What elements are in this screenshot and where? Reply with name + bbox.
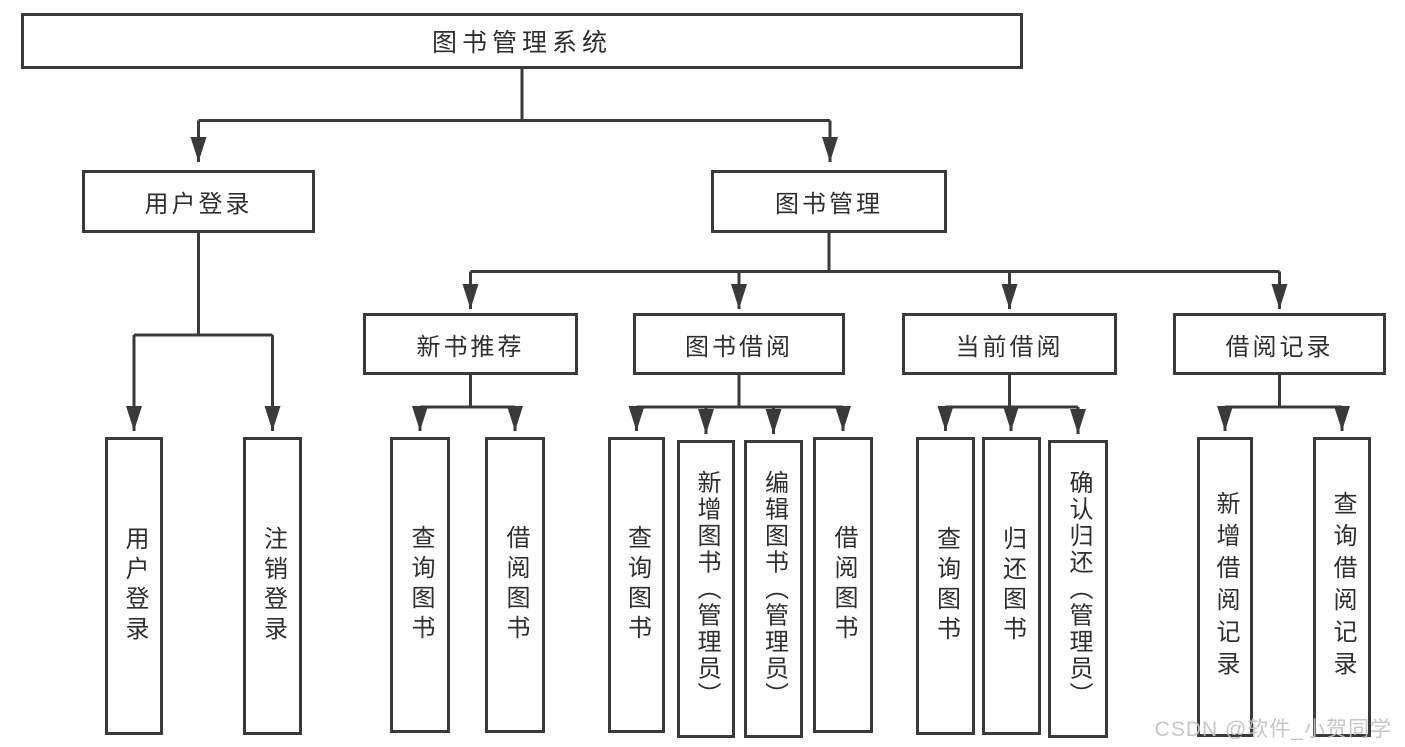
leaf-cb-confirm-return-admin: 确认归还（管理员）: [1048, 440, 1108, 738]
node-user-login: 用户登录: [82, 170, 315, 233]
leaf-bb-borrow-books-label: 借阅图书: [830, 525, 857, 645]
leaf-nb-borrow-books-label: 借阅图书: [502, 525, 529, 645]
node-current-borrowing-label: 当前借阅: [955, 333, 1064, 361]
leaf-bb-add-books-admin-label: 新增图书（管理员）: [693, 469, 720, 709]
leaf-bb-borrow-books: 借阅图书: [813, 437, 873, 733]
leaf-cb-query-books: 查询图书: [916, 437, 975, 735]
leaf-cb-confirm-return-admin-label: 确认归还（管理员）: [1065, 469, 1092, 709]
node-root-label: 图书管理系统: [431, 29, 612, 57]
node-user-login-label: 用户登录: [144, 191, 253, 218]
leaf-cb-return-books: 归还图书: [982, 437, 1041, 735]
leaf-logout-label: 注销登录: [259, 526, 287, 646]
node-borrowing-records-label: 借阅记录: [1225, 333, 1334, 361]
leaf-br-add-record: 新增借阅记录: [1197, 437, 1253, 737]
leaf-bb-query-books-label: 查询图书: [623, 525, 651, 645]
leaf-bb-add-books-admin: 新增图书（管理员）: [677, 440, 735, 738]
leaf-logout: 注销登录: [243, 437, 302, 735]
leaf-nb-query-books-label: 查询图书: [407, 525, 434, 645]
node-book-borrowing-label: 图书借阅: [685, 333, 793, 361]
leaf-cb-return-books-label: 归还图书: [998, 526, 1026, 646]
node-book-management: 图书管理: [711, 170, 947, 233]
leaf-br-query-record: 查询借阅记录: [1313, 437, 1371, 737]
node-new-book-recommend-label: 新书推荐: [416, 333, 525, 361]
csdn-watermark: CSDN @软件_小贺同学: [1154, 718, 1392, 741]
node-new-book-recommend: 新书推荐: [363, 313, 578, 375]
leaf-bb-query-books: 查询图书: [608, 437, 665, 733]
leaf-cb-query-books-label: 查询图书: [932, 526, 960, 646]
leaf-nb-query-books: 查询图书: [390, 437, 450, 733]
node-book-borrowing: 图书借阅: [633, 313, 845, 375]
leaf-nb-borrow-books: 借阅图书: [485, 437, 545, 733]
node-current-borrowing: 当前借阅: [902, 313, 1117, 375]
node-borrowing-records: 借阅记录: [1173, 313, 1386, 375]
leaf-bb-edit-books-admin: 编辑图书（管理员）: [744, 440, 803, 738]
node-book-management-label: 图书管理: [775, 191, 883, 218]
leaf-br-query-record-label: 查询借阅记录: [1329, 491, 1356, 683]
node-root: 图书管理系统: [21, 13, 1023, 69]
leaf-bb-edit-books-admin-label: 编辑图书（管理员）: [760, 469, 788, 709]
leaf-user-login-label: 用户登录: [121, 526, 148, 646]
leaf-br-add-record-label: 新增借阅记录: [1212, 491, 1239, 683]
leaf-user-login: 用户登录: [105, 437, 163, 735]
